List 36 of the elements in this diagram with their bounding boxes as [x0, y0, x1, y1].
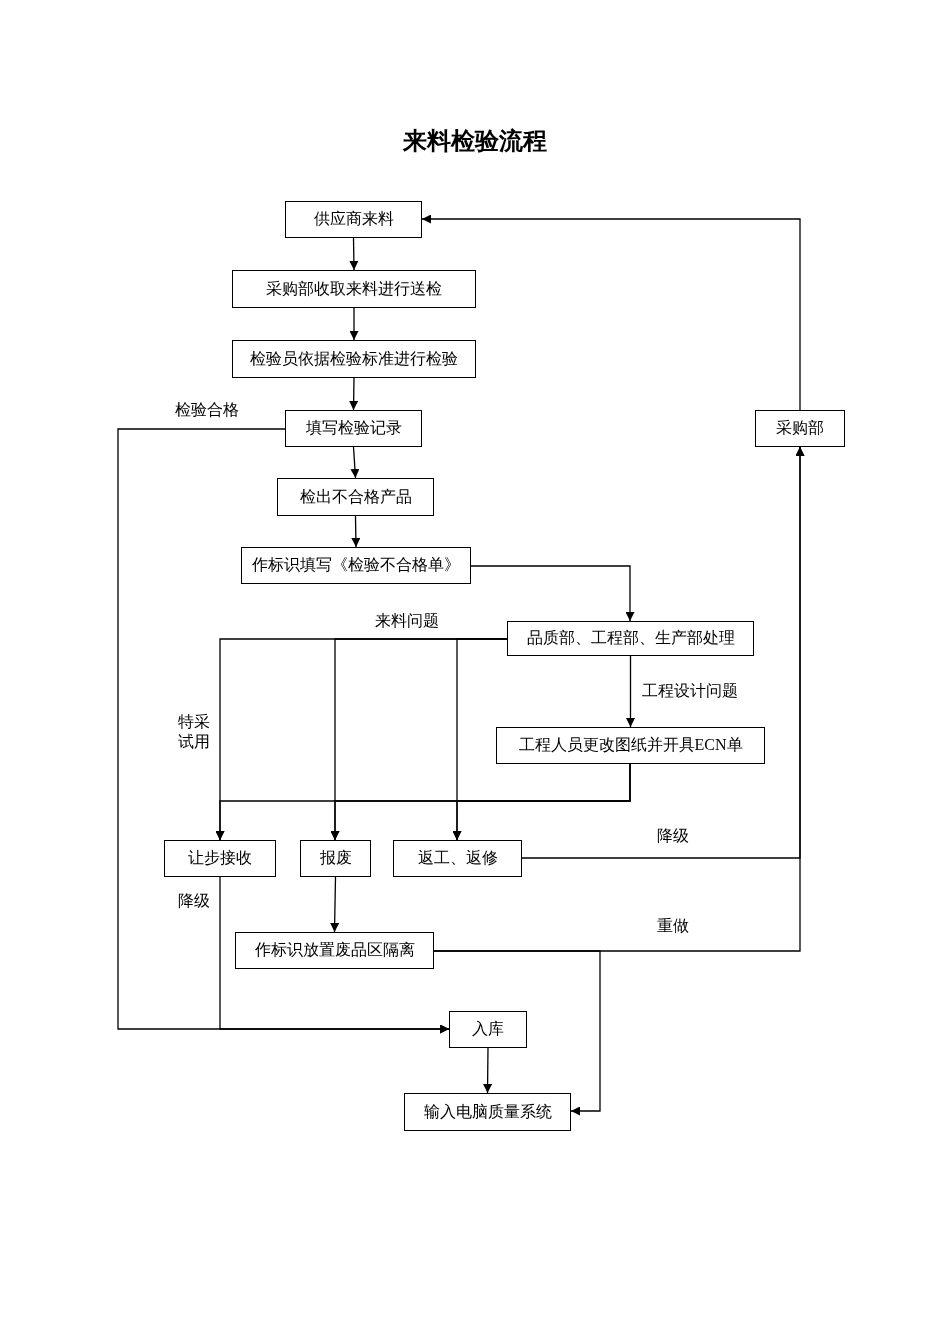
arrow: [349, 377, 359, 411]
process-box: 让步接收: [164, 840, 276, 877]
process-box: 输入电脑质量系统: [404, 1093, 571, 1131]
process-box: 品质部、工程部、生产部处理: [507, 621, 754, 656]
arrow: [470, 565, 635, 622]
edge-label: 特采试用: [176, 712, 212, 752]
arrow: [433, 950, 601, 1116]
title: 来料检验流程: [402, 127, 548, 156]
arrow: [350, 446, 360, 479]
process-box: 填写检验记录: [285, 410, 422, 447]
process-box: 工程人员更改图纸并开具ECN单: [496, 727, 765, 764]
note-label: 来料问题: [374, 611, 440, 631]
process-box: 采购部: [755, 410, 845, 447]
arrow: [349, 237, 359, 271]
process-box: 供应商来料: [285, 201, 422, 238]
arrow: [117, 428, 450, 1034]
process-box: 报废: [300, 840, 371, 877]
edge-label: 检验合格: [174, 400, 240, 420]
arrow: [626, 655, 635, 728]
arrow: [421, 214, 801, 411]
process-box: 返工、返修: [393, 840, 522, 877]
process-box: 作标识放置废品区隔离: [235, 932, 434, 969]
process-box: 入库: [449, 1011, 527, 1048]
process-box: 采购部收取来料进行送检: [232, 270, 476, 308]
arrow: [483, 1047, 493, 1094]
arrow: [452, 763, 631, 841]
edge-label: 降级: [656, 826, 690, 846]
arrow: [330, 876, 340, 933]
process-box: 作标识填写《检验不合格单》: [241, 547, 471, 584]
arrow: [351, 515, 361, 548]
arrow: [349, 307, 359, 341]
process-box: 检验员依据检验标准进行检验: [232, 340, 476, 378]
process-box: 检出不合格产品: [277, 478, 434, 516]
edge-label: 工程设计问题: [641, 681, 739, 701]
edge-label: 降级: [177, 891, 211, 911]
edge-label: 重做: [656, 916, 690, 936]
